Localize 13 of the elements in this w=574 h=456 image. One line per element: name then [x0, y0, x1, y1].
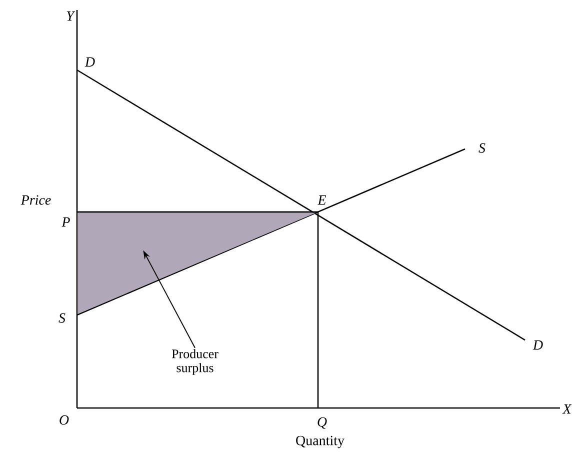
- axis-label: Quantity: [296, 436, 344, 448]
- axis-label: Price: [20, 195, 51, 205]
- curve-label: D: [84, 57, 95, 67]
- point-label: Q: [318, 417, 327, 429]
- point-label: S: [58, 313, 66, 323]
- shaded-area: [78, 212, 316, 314]
- curve-label: D: [532, 340, 543, 350]
- axis-label: X: [562, 404, 572, 414]
- point-label: E: [318, 195, 326, 205]
- area-label: Producer surplus: [172, 349, 218, 375]
- axis-label: Y: [66, 11, 76, 21]
- origin-label: O: [60, 415, 69, 425]
- curve-label: S: [478, 143, 486, 153]
